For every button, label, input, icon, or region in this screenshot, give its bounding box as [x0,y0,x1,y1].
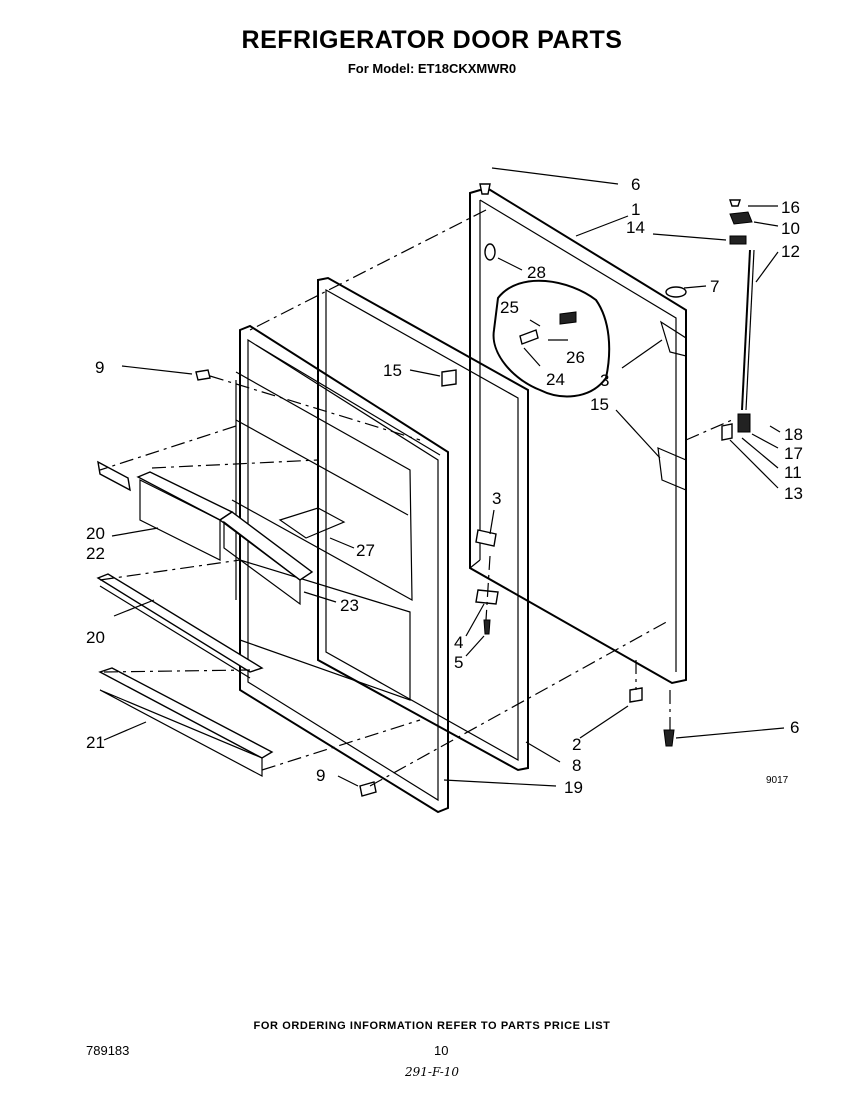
callout-2: 2 [572,735,581,754]
callout-16: 16 [781,198,800,217]
ordering-note: FOR ORDERING INFORMATION REFER TO PARTS … [253,1020,611,1032]
callout-12: 12 [781,242,800,261]
callout-21: 21 [86,733,105,752]
callout-10: 10 [781,219,800,238]
callout-19: 19 [564,778,583,797]
door-gasket-frame [317,276,529,772]
callout-23: 23 [340,596,359,615]
detail-inset [492,279,611,398]
document-number: 789183 [86,1043,130,1058]
callout-11: 11 [784,463,802,482]
callout-27: 27 [356,541,375,560]
callout-15-left: 15 [383,361,402,380]
outer-door-panel [469,186,687,685]
callout-18: 18 [784,425,803,444]
callout-5: 5 [454,653,463,672]
callout-26: 26 [566,348,585,367]
callout-9-bottom: 9 [316,766,325,785]
assembly-lines [99,209,733,787]
leader-lines [103,167,785,787]
callout-labels: 6 1 14 16 10 12 7 28 25 26 24 3 15 15 9 … [86,175,803,797]
diagram-code: 9017 [766,775,789,786]
inner-door-liner [231,324,449,814]
callout-8: 8 [572,756,581,775]
model-subtitle: For Model: ET18CKXMWR0 [347,61,517,76]
callout-4: 4 [454,633,463,652]
callout-7: 7 [710,277,719,296]
callout-25: 25 [500,298,519,317]
page-number: 10 [434,1043,449,1058]
callout-20-bottom: 20 [86,628,105,647]
callout-9-top: 9 [95,358,104,377]
callout-28: 28 [527,263,546,282]
callout-14: 14 [626,218,645,237]
callout-13: 13 [784,484,803,503]
handwritten-note: 291-F-10 [405,1065,460,1079]
page-title: REFRIGERATOR DOOR PARTS [241,26,623,54]
upper-hinge-parts [195,183,755,797]
callout-6-top: 6 [631,175,640,194]
callout-20-top: 20 [86,524,105,543]
callout-22: 22 [86,544,105,563]
callout-3-center: 3 [492,489,501,508]
callout-24: 24 [546,370,565,389]
callout-6-bottom: 6 [790,718,799,737]
door-shelves [96,460,314,777]
callout-3-right: 3 [600,371,609,390]
callout-17: 17 [784,444,803,463]
callout-15-right: 15 [590,395,609,414]
callout-1: 1 [631,200,640,219]
